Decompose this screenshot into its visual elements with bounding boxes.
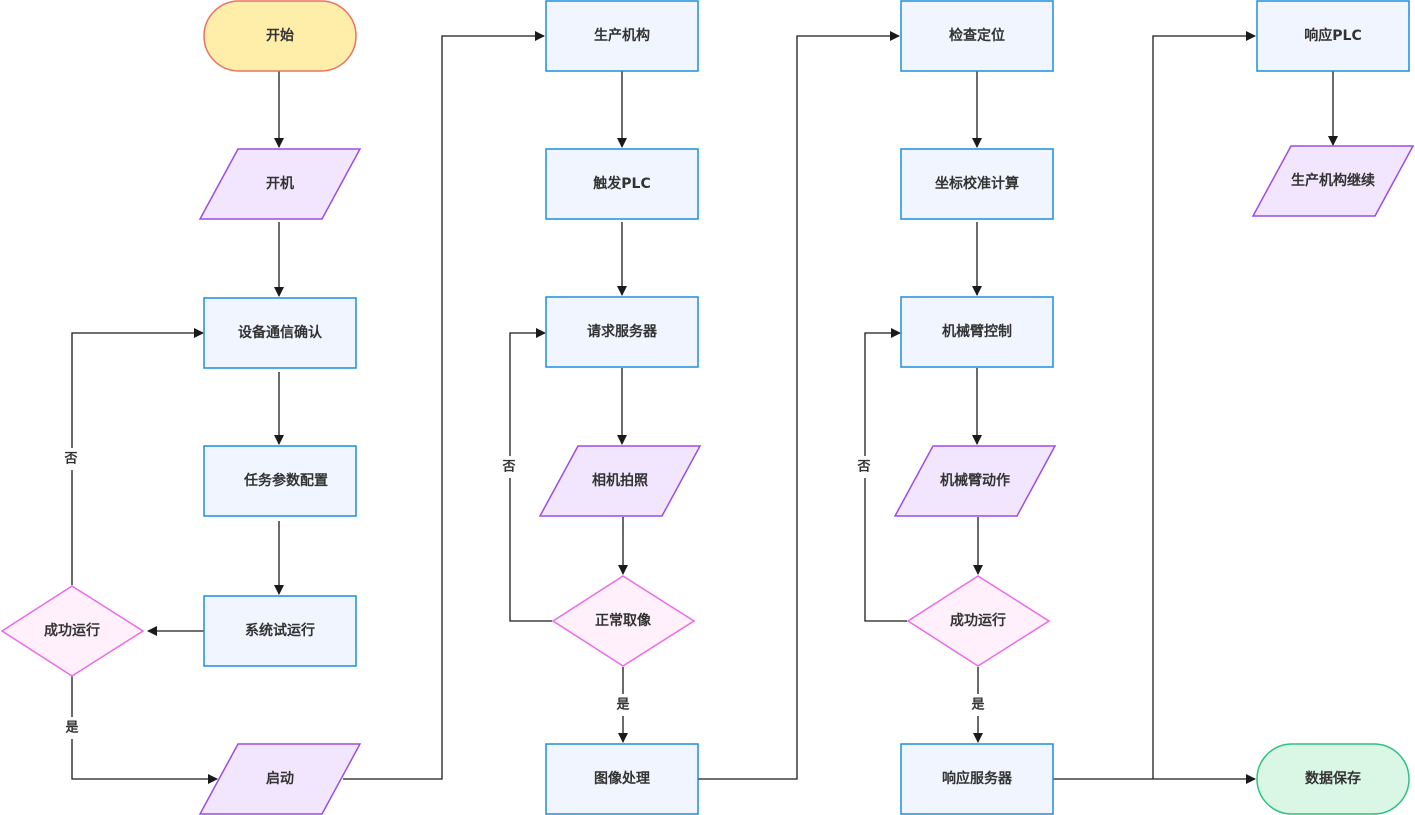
node-prod-continue-label: 生产机构继续: [1291, 172, 1375, 189]
node-run-ok-2: 成功运行: [906, 575, 1051, 667]
node-arm-action-label: 机械臂动作: [940, 472, 1010, 489]
node-image-proc-label: 图像处理: [594, 770, 650, 787]
node-arm-action: 机械臂动作: [893, 445, 1057, 517]
node-sys-trial: 系统试运行: [203, 595, 357, 667]
node-prod-continue: 生产机构继续: [1251, 145, 1415, 217]
edge-image-proc-to-check: [698, 31, 900, 780]
node-request-server-label: 请求服务器: [587, 323, 658, 340]
edge-label-no: 否: [63, 452, 77, 467]
node-coord-calc-label: 坐标校准计算: [935, 175, 1019, 192]
edge-label-yes: 是: [64, 721, 79, 736]
edge-label-no: 否: [501, 460, 515, 475]
node-task-config: 任务参数配置: [203, 445, 357, 517]
node-prod-mech: 生产机构: [545, 0, 699, 72]
edge-label-bg: [611, 694, 635, 716]
node-trigger-plc: 触发PLC: [545, 148, 699, 220]
node-respond-server-label: 响应服务器: [942, 770, 1013, 787]
node-check-pos: 检查定位: [900, 0, 1054, 72]
edge-label-yes: 是: [970, 698, 985, 713]
node-respond-plc: 响应PLC: [1256, 0, 1410, 72]
node-comm-confirm-label: 设备通信确认: [238, 324, 323, 341]
node-launch-label: 启动: [266, 770, 294, 787]
node-launch: 启动: [198, 743, 362, 815]
edge-label-bg: [966, 694, 990, 716]
node-request-server: 请求服务器: [545, 296, 699, 368]
node-run-ok-1-label: 成功运行: [44, 622, 100, 639]
node-image-proc: 图像处理: [545, 743, 699, 815]
node-check-pos-label: 检查定位: [949, 27, 1005, 44]
node-task-config-label: 任务参数配置: [243, 472, 328, 489]
node-start: 开始: [203, 0, 357, 72]
edge-launch-to-prod-mech: [343, 31, 545, 780]
edge-decision-1-no: [71, 328, 204, 585]
node-run-ok-2-label: 成功运行: [950, 612, 1006, 629]
node-sys-trial-label: 系统试运行: [245, 622, 315, 639]
node-respond-server: 响应服务器: [900, 743, 1054, 815]
node-comm-confirm: 设备通信确认: [203, 297, 357, 369]
node-power-on-label: 开机: [266, 175, 294, 192]
node-data-save: 数据保存: [1256, 743, 1410, 815]
node-camera-shot: 相机拍照: [538, 445, 702, 517]
node-respond-plc-label: 响应PLC: [1304, 27, 1361, 44]
edge-decision-1-yes: [71, 676, 218, 784]
node-power-on: 开机: [198, 148, 362, 220]
edge-labels: 否 是 否 是 否 是: [60, 448, 990, 739]
edge-label-bg: [498, 456, 522, 478]
node-trigger-plc-label: 触发PLC: [592, 175, 650, 192]
node-prod-mech-label: 生产机构: [594, 27, 650, 44]
node-data-save-label: 数据保存: [1305, 770, 1361, 787]
node-arm-control-label: 机械臂控制: [942, 323, 1012, 340]
edge-label-no: 否: [856, 460, 870, 475]
node-camera-shot-label: 相机拍照: [592, 472, 648, 489]
edges: [71, 31, 1338, 784]
edge-label-bg: [853, 456, 877, 478]
node-arm-control: 机械臂控制: [900, 296, 1054, 368]
node-coord-calc: 坐标校准计算: [900, 148, 1054, 220]
node-run-ok-1: 成功运行: [0, 585, 145, 677]
node-start-label: 开始: [266, 27, 294, 44]
edge-respond-server-to-respond-plc: [1152, 31, 1256, 779]
edge-label-bg: [60, 717, 84, 739]
edge-label-bg: [60, 448, 84, 470]
edge-label-yes: 是: [615, 698, 630, 713]
node-normal-capture-label: 正常取像: [595, 612, 652, 629]
node-normal-capture: 正常取像: [551, 575, 696, 667]
